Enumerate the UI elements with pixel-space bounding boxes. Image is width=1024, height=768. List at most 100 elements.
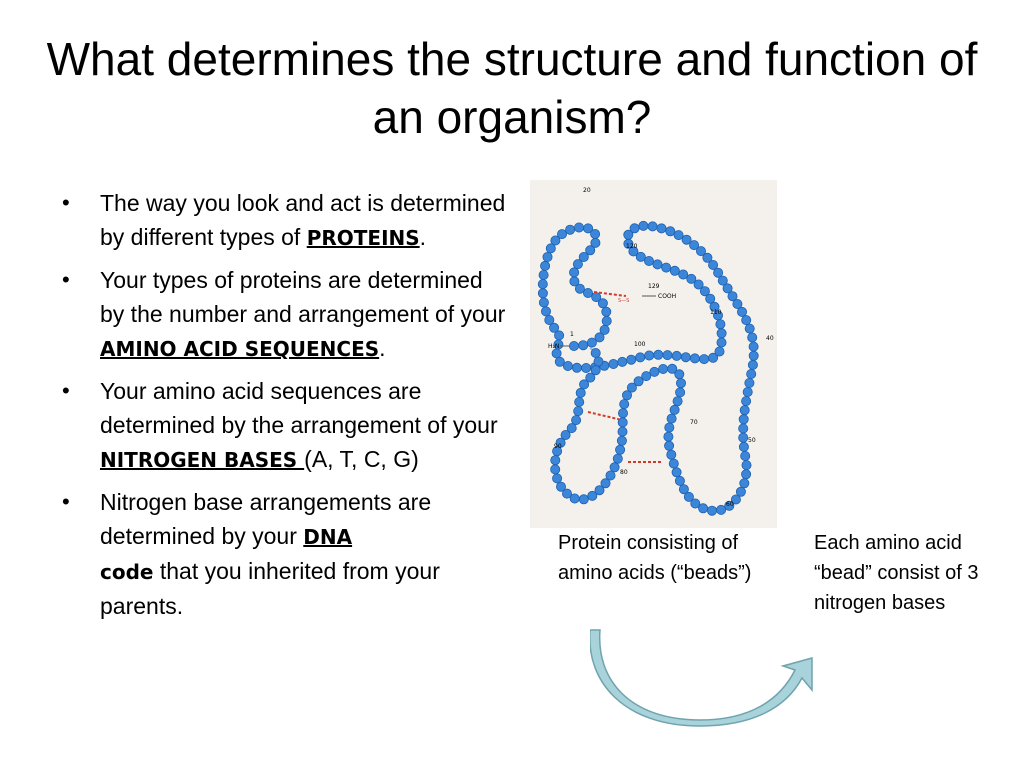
amino-acid-bead — [744, 377, 755, 388]
amino-acid-bead — [569, 493, 580, 504]
amino-acid-bead — [661, 262, 672, 273]
amino-acid-bead — [618, 408, 629, 419]
amino-acid-bead — [644, 350, 655, 361]
bullet-text-end: . — [419, 224, 427, 250]
amino-acid-bead — [590, 347, 601, 358]
amino-acid-bead — [612, 453, 623, 464]
amino-acid-bead — [571, 415, 582, 426]
amino-acid-bead — [739, 405, 750, 416]
amino-acid-bead — [537, 279, 548, 290]
amino-acid-bead — [594, 485, 605, 496]
residue-number: 60 — [726, 501, 734, 508]
amino-acid-bead — [671, 350, 682, 361]
amino-acid-bead — [664, 422, 675, 433]
arrow-shape — [590, 629, 813, 727]
residue-number: 1 — [570, 331, 574, 338]
amino-acid-bead — [716, 328, 727, 339]
bullet-text-end: (A, T, C, G) — [304, 446, 419, 472]
amino-acid-bead — [605, 470, 616, 481]
amino-acid-bead — [747, 359, 758, 370]
amino-acid-bead — [626, 382, 637, 393]
amino-acid-bead — [569, 267, 580, 278]
residue-number: 90 — [554, 443, 562, 450]
amino-acid-bead — [736, 306, 747, 317]
amino-acid-bead — [672, 396, 683, 407]
amino-acid-bead — [741, 396, 752, 407]
amino-acid-bead — [674, 475, 685, 486]
protein-bead-diagram: H₂N COOH S—S 20 1 110 120 129 40 100 70 … — [530, 180, 777, 528]
c-terminus-label: COOH — [658, 293, 676, 300]
amino-acid-bead — [641, 371, 652, 382]
bullet-text: Nitrogen base arrangements are determine… — [100, 489, 432, 549]
amino-acid-bead — [693, 279, 704, 290]
amino-acid-bead — [623, 229, 634, 240]
amino-acid-bead — [583, 288, 594, 299]
amino-acid-bead — [735, 486, 746, 497]
amino-acid-bead — [590, 365, 601, 376]
amino-acid-bead — [664, 440, 675, 451]
amino-acid-bead — [675, 378, 686, 389]
amino-acid-bead — [708, 260, 719, 271]
amino-acid-bead — [656, 223, 667, 234]
amino-acid-bead — [738, 432, 749, 443]
amino-acid-bead — [609, 462, 620, 473]
bullet-marker: • — [62, 267, 70, 292]
amino-acid-bead — [569, 276, 580, 287]
amino-acid-bead — [635, 352, 646, 363]
amino-acid-bead — [579, 379, 590, 390]
amino-acid-bead — [738, 423, 749, 434]
amino-acid-bead — [673, 230, 684, 241]
amino-acid-bead — [708, 352, 719, 363]
amino-acid-bead — [683, 491, 694, 502]
disulfide-bond — [587, 411, 623, 421]
bead-caption: Each amino acid “bead” consist of 3 nitr… — [814, 532, 979, 614]
amino-acid-bead — [578, 340, 589, 351]
amino-acid-bead — [574, 222, 585, 233]
amino-acid-bead — [716, 337, 727, 348]
amino-acid-bead — [747, 332, 758, 343]
amino-acid-bead — [712, 310, 723, 321]
amino-acid-bead — [667, 363, 678, 374]
bullet-text-end: . — [379, 335, 386, 361]
amino-acid-bead — [560, 429, 571, 440]
amino-acid-bead — [549, 322, 560, 333]
bullet-item-amino-acids: • Your types of proteins are determined … — [56, 263, 506, 366]
bullet-item-nitrogen-bases: • Your amino acid sequences are determin… — [56, 374, 506, 477]
amino-acid-bead — [669, 265, 680, 276]
amino-acid-bead — [578, 252, 589, 263]
amino-acid-bead — [556, 229, 567, 240]
amino-acid-bead — [574, 396, 585, 407]
amino-acid-bead — [686, 273, 697, 284]
keyword-code: code — [100, 560, 154, 584]
amino-acid-bead — [597, 298, 608, 309]
keyword-amino-acid-sequences: AMINO ACID SEQUENCES — [100, 337, 380, 361]
amino-acid-bead — [628, 246, 639, 257]
amino-acid-bead — [571, 362, 582, 373]
amino-acid-bead — [699, 354, 710, 365]
amino-acid-bead — [746, 368, 757, 379]
amino-acid-bead — [619, 399, 630, 410]
amino-acid-bead — [741, 469, 752, 480]
amino-acid-bead — [741, 460, 752, 471]
amino-acid-bead — [649, 366, 660, 377]
amino-acid-bead — [617, 356, 628, 367]
residue-number: 100 — [634, 341, 646, 348]
amino-acid-bead — [668, 458, 679, 469]
amino-acid-bead — [742, 386, 753, 397]
amino-acid-bead — [573, 406, 584, 417]
amino-acid-bead — [591, 292, 602, 303]
amino-acid-bead — [748, 350, 759, 361]
bullet-text-end: that you inherited from your parents. — [100, 558, 440, 619]
protein-caption: Protein consisting of amino acids (“bead… — [558, 532, 752, 584]
amino-acid-bead — [698, 503, 709, 514]
amino-acid-bead — [666, 449, 677, 460]
amino-acid-bead — [665, 226, 676, 237]
amino-acid-bead — [590, 229, 601, 240]
amino-acid-bead — [574, 283, 585, 294]
amino-acid-bead — [583, 223, 594, 234]
amino-acid-bead — [569, 340, 580, 351]
bullet-item-dna: • Nitrogen base arrangements are determi… — [56, 485, 506, 623]
amino-acid-bead — [699, 286, 710, 297]
amino-acid-bead — [578, 494, 589, 505]
amino-acid-bead — [674, 369, 685, 380]
